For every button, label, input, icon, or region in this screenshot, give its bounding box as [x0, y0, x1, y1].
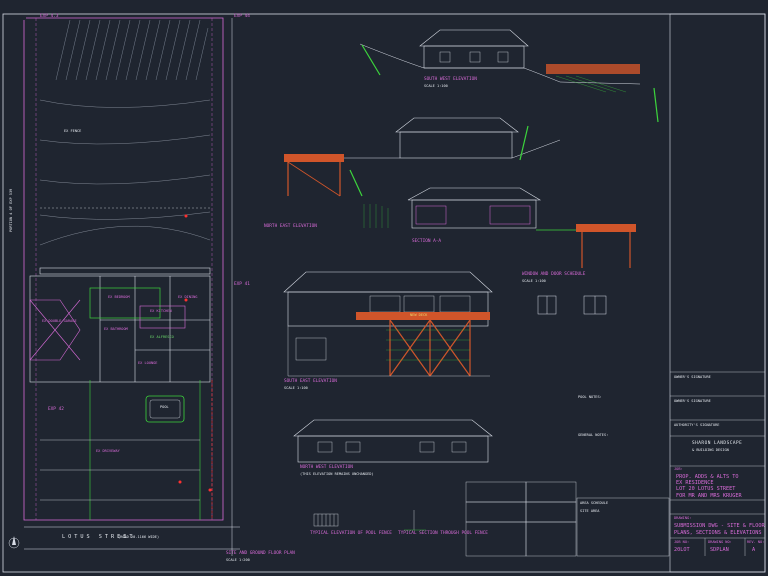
- label-authority-sig: AUTHORITY'S SIGNATURE: [674, 423, 720, 427]
- company-line-1: SHARON LANDSCAPE: [692, 441, 743, 446]
- label-pool: POOL: [160, 405, 169, 409]
- label-se-elevation: SOUTH EAST ELEVATION: [284, 379, 337, 384]
- label-new-deck: NEW DECK: [410, 313, 428, 317]
- drawing-line-2: PLANS, SECTIONS & ELEVATIONS: [674, 530, 762, 536]
- label-bedroom: EX BEDROOM: [108, 295, 130, 299]
- client-name: FOR MR AND MRS KRUGER: [676, 493, 742, 499]
- site-plan: [8, 17, 240, 556]
- south-west-elevation: [359, 29, 659, 123]
- contour-lines: [39, 99, 211, 246]
- label-site-area: SITE AREA: [580, 509, 600, 513]
- label-dining: EX DINING: [178, 295, 198, 299]
- pool-outline: [145, 395, 185, 423]
- label-fence-section: TYPICAL SECTION THROUGH POOL FENCE: [398, 531, 488, 536]
- label-general-notes: GENERAL NOTES:: [578, 433, 609, 437]
- job-no-label: JOB NO:: [674, 540, 690, 544]
- landscape-hatch: [55, 19, 209, 81]
- label-lounge: EX LOUNGE: [138, 361, 158, 365]
- label-portion: PORTION 4 OF EXP 539: [9, 188, 13, 232]
- drawing-no-label: DRAWING NO:: [708, 540, 732, 544]
- label-ex-fence: EX FENCE: [64, 129, 82, 133]
- label-eep-mid: EXP 41: [234, 282, 250, 287]
- label-street-width: (ROAD 20.1166 WIDE): [118, 535, 160, 539]
- drawing-no: SDPLAN: [710, 547, 729, 553]
- label-street-name: LOTUS STREET: [62, 534, 136, 540]
- rev-no: A: [752, 547, 756, 553]
- job-line-2: EX RESIDENCE: [676, 480, 714, 486]
- window-door-schedule: [537, 295, 607, 315]
- label-window-door: WINDOW AND DOOR SCHEDULE: [522, 272, 586, 277]
- label-area-schedule: AREA SCHEDULE: [580, 501, 609, 505]
- label-site-plan-scale: SCALE 1:200: [226, 558, 250, 562]
- pool-fence-detail: [313, 510, 426, 531]
- sheet-border: [2, 13, 766, 573]
- label-eep-low: EXP 42: [48, 407, 64, 412]
- label-eep-top-right: EXP 44: [234, 14, 250, 19]
- label-site-plan-title: SITE AND GROUND FLOOR PLAN: [226, 551, 295, 556]
- label-eep-top-left: EXP 4.3: [40, 14, 59, 19]
- label-se-scale: SCALE 1:100: [284, 386, 308, 390]
- label-section-aa: SECTION A-A: [412, 239, 442, 244]
- house-footprint: [29, 267, 211, 383]
- label-garage: EX DOUBLE GARAGE: [42, 319, 77, 323]
- label-owner-sig-1: OWNER'S SIGNATURE: [674, 375, 711, 379]
- north-arrow: [8, 536, 20, 549]
- label-nw-elevation: NORTH WEST ELEVATION: [300, 465, 353, 470]
- label-kitchen: EX KITCHEN: [150, 309, 172, 313]
- label-window-door-scale: SCALE 1:100: [522, 279, 546, 283]
- label-alfresco: EX ALFRESCO: [150, 335, 174, 339]
- label-owner-sig-2: OWNER'S SIGNATURE: [674, 399, 711, 403]
- title-block-lines: [670, 371, 765, 556]
- rev-label: REV. NO:: [747, 540, 765, 544]
- job-line-1: PROP. ADDS & ALTS TO: [676, 474, 739, 480]
- company-line-2: & BUILDING DESIGN: [692, 448, 729, 452]
- label-sw-elevation: SOUTH WEST ELEVATION: [424, 77, 477, 82]
- label-ne-elevation: NORTH EAST ELEVATION: [264, 224, 317, 229]
- section-aa: [363, 187, 636, 268]
- job-line-3: LOT 20 LOTUS STREET: [676, 486, 736, 492]
- north-west-elevation: [293, 419, 493, 463]
- north-east-elevation: [284, 117, 561, 197]
- job-label: JOB:: [674, 467, 683, 471]
- drawing-line-1: SUBMISSION DWG - SITE & FLOOR: [674, 523, 765, 529]
- label-pool-notes: POOL NOTES:: [578, 395, 602, 399]
- title-block-frame: [669, 13, 766, 573]
- label-driveway: EX DRIVEWAY: [96, 449, 120, 453]
- label-fence-elev: TYPICAL ELEVATION OF POOL FENCE: [310, 531, 392, 536]
- notes-frames: [465, 481, 670, 557]
- job-no: 20LOT: [674, 547, 690, 553]
- label-sw-scale: SCALE 1:100: [424, 84, 448, 88]
- label-bathroom: EX BATHROOM: [104, 327, 128, 331]
- drawing-label: DRAWING:: [674, 516, 692, 520]
- south-east-elevation: [283, 271, 493, 377]
- label-nw-note: (THIS ELEVATION REMAINS UNCHANGED): [300, 472, 374, 476]
